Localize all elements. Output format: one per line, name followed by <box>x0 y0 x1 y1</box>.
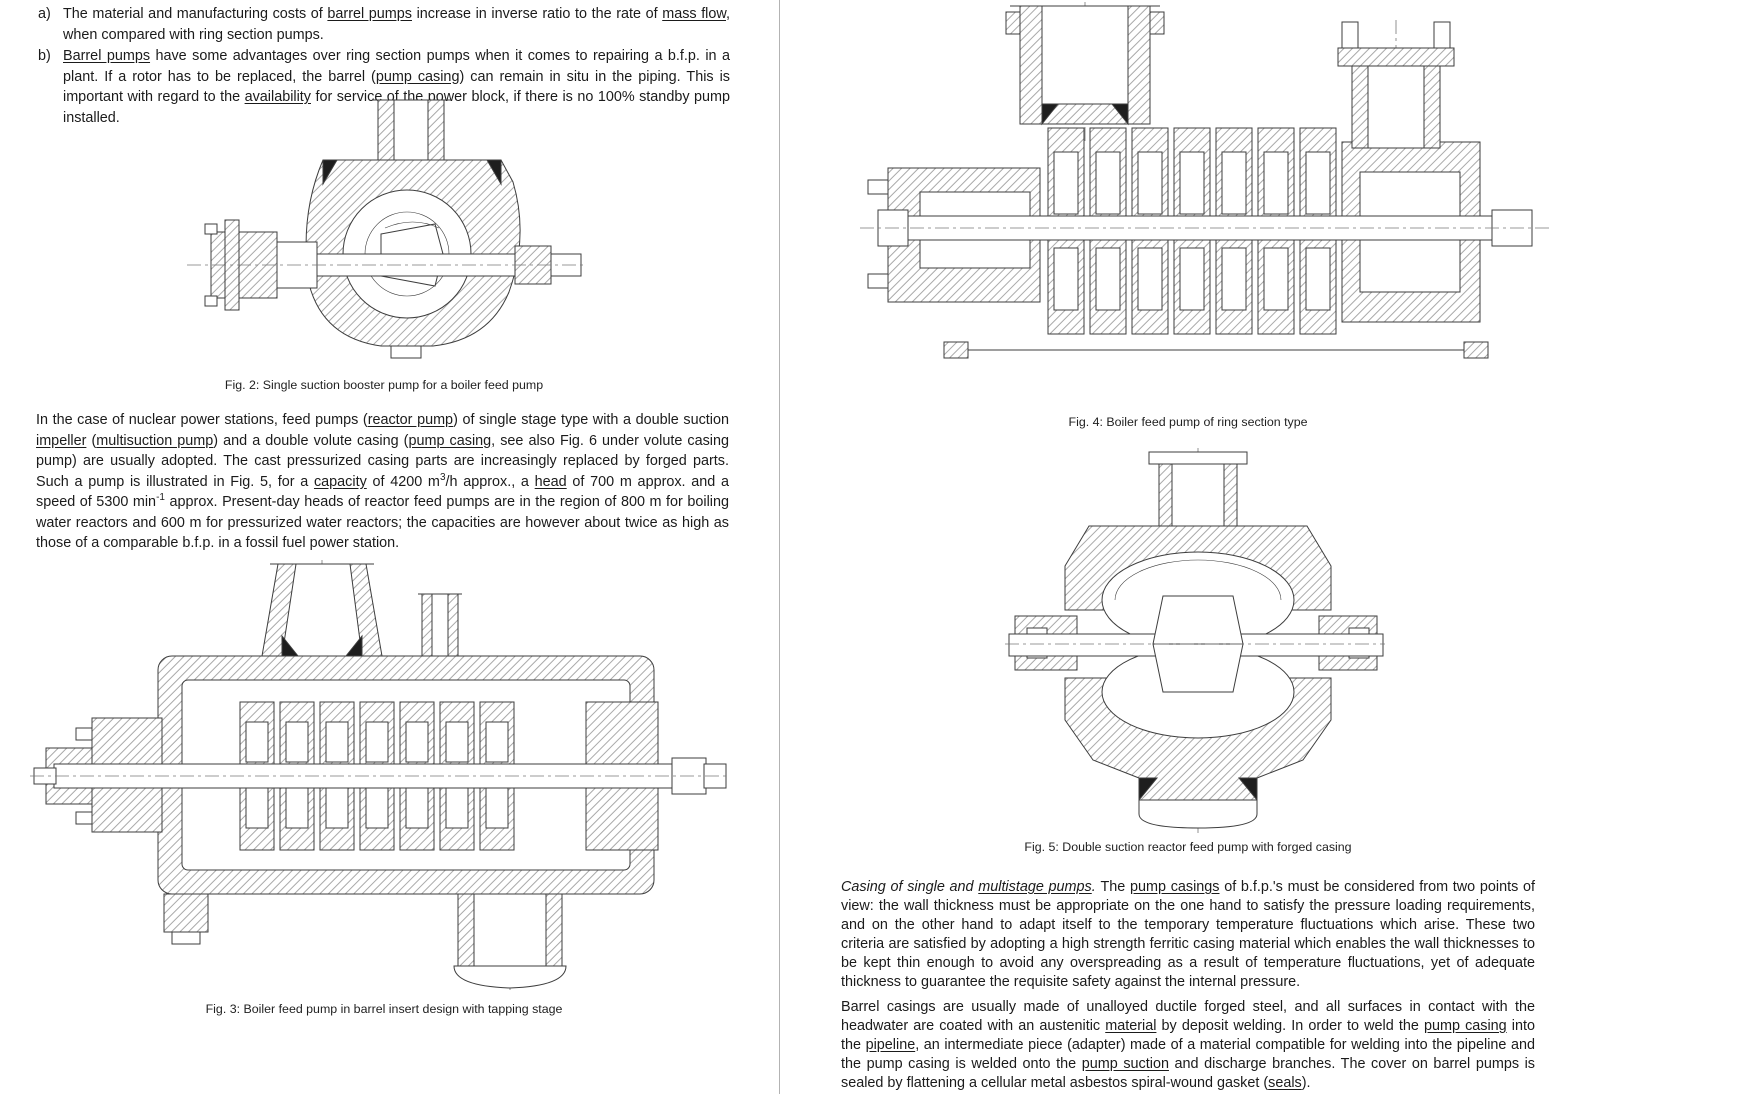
fig3-caption: Fig. 3: Boiler feed pump in barrel inser… <box>205 1002 563 1016</box>
fig5-caption: Fig. 5: Double suction reactor feed pump… <box>1024 840 1352 854</box>
fig2-drawing <box>185 96 585 371</box>
pump-cross-section-icon <box>1005 448 1385 833</box>
pump-cross-section-icon <box>30 560 730 990</box>
pump-cross-section-icon <box>860 2 1550 359</box>
list-item-text: Barrel pumps have some advantages over r… <box>63 48 730 126</box>
list-item-label: a) <box>38 6 51 22</box>
list-item-a: a) The material and manufacturing costs … <box>38 4 730 45</box>
list-item-b: b) Barrel pumps have some advantages ove… <box>38 46 730 128</box>
paragraph-barrel: Barrel casings are usually made of unall… <box>841 999 1535 1091</box>
page-divider <box>779 0 780 1094</box>
paragraph-casing: Casing of single and multistage pumps. T… <box>841 879 1536 990</box>
fig2-caption: Fig. 2: Single suction booster pump for … <box>224 378 544 392</box>
pump-cross-section-icon <box>187 98 583 359</box>
paragraph-nuclear: In the case of nuclear power stations, f… <box>36 412 730 551</box>
list-item-label: b) <box>38 48 51 64</box>
list-item-text: The material and manufacturing costs of … <box>63 6 730 43</box>
fig5-drawing <box>1005 448 1385 833</box>
fig4-drawing <box>860 2 1550 407</box>
bullet-list: a) The material and manufacturing costs … <box>38 4 730 129</box>
fig4-caption: Fig. 4: Boiler feed pump of ring section… <box>1068 415 1308 429</box>
fig3-drawing <box>30 560 730 990</box>
